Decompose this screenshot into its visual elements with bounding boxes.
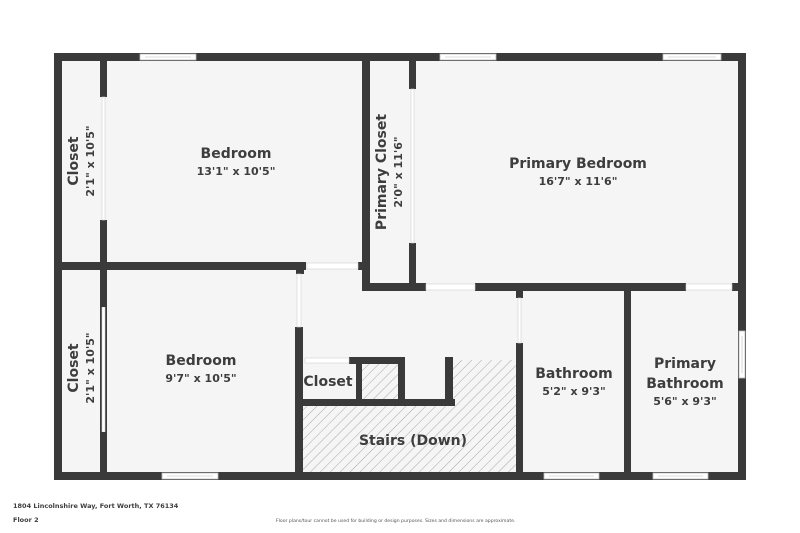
window [139, 53, 197, 61]
room-name-stairs: Stairs (Down) [359, 433, 467, 449]
door [101, 96, 106, 221]
wall [100, 57, 107, 97]
room-name-bedroom-2: Bedroom [166, 353, 237, 369]
room-name-primary-closet: Primary Closet [374, 114, 390, 230]
stairs-area [302, 360, 517, 472]
door [101, 306, 106, 433]
wall [516, 343, 523, 478]
wall [295, 357, 303, 363]
window [652, 472, 709, 480]
wall [349, 357, 405, 364]
room-dims-bedroom-1: 13'1" x 10'5" [197, 165, 276, 178]
door [296, 273, 302, 328]
window [439, 53, 497, 61]
window [161, 472, 219, 480]
door [410, 88, 415, 244]
stairs-landing [361, 362, 398, 399]
room-dims-closet-2: 2'1" x 10'5" [84, 332, 97, 403]
room-dims-bedroom-2: 9'7" x 10'5" [165, 372, 236, 385]
room-dims-primary-closet: 2'0" x 11'6" [392, 136, 405, 207]
wall [409, 243, 416, 290]
room-name-closet-3: Closet [303, 374, 353, 390]
door [517, 297, 522, 344]
door [685, 283, 733, 291]
wall [362, 57, 370, 290]
wall [624, 290, 631, 478]
wall [516, 290, 523, 298]
door [304, 357, 350, 364]
floor-label: Floor 2 [13, 516, 39, 524]
wall [445, 357, 453, 406]
room-dims-closet-1: 2'1" x 10'5" [84, 125, 97, 196]
room-name-closet-1: Closet [66, 136, 82, 186]
wall [398, 357, 405, 405]
room-name-closet-2: Closet [66, 343, 82, 393]
room-name-primary-bathroom-1: Primary [654, 356, 716, 372]
door [306, 262, 359, 270]
room-name-primary-bathroom-2: Bathroom [646, 376, 724, 392]
wall-bottom [54, 472, 746, 480]
room-name-primary-bedroom: Primary Bedroom [509, 156, 647, 172]
room-name-bedroom-1: Bedroom [201, 146, 272, 162]
wall-right [738, 53, 746, 480]
wall [475, 283, 686, 291]
room-dims-primary-bathroom: 5'6" x 9'3" [653, 395, 717, 408]
room-dims-primary-bedroom: 16'7" x 11'6" [539, 175, 618, 188]
wall [732, 283, 742, 291]
wall [54, 262, 306, 270]
window [738, 330, 746, 379]
room-name-bathroom: Bathroom [535, 366, 613, 382]
wall [100, 270, 107, 307]
disclaimer: Floor plans/tour cannot be used for buil… [276, 519, 516, 524]
window [543, 472, 600, 480]
wall [409, 57, 416, 89]
room-dims-bathroom: 5'2" x 9'3" [542, 385, 606, 398]
property-address: 1804 Lincolnshire Way, Fort Worth, TX 76… [13, 502, 179, 510]
wall-top [54, 53, 746, 61]
wall [100, 432, 107, 472]
window [662, 53, 722, 61]
wall [295, 399, 455, 406]
wall [296, 262, 304, 274]
door [425, 283, 476, 291]
wall [356, 357, 362, 405]
wall [362, 283, 426, 291]
